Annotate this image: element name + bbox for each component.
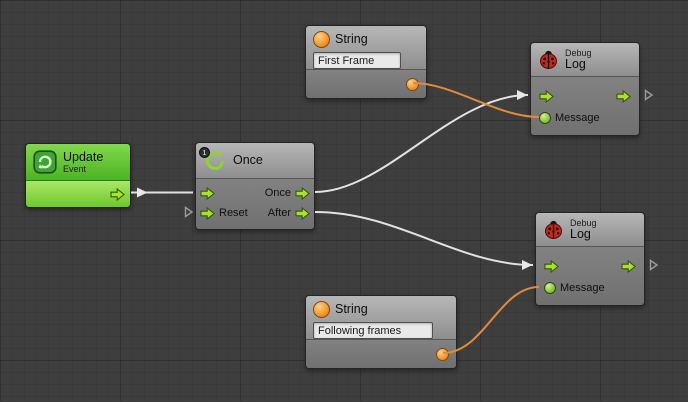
message-input-port[interactable] (544, 282, 556, 294)
node-debug-top-body: Message (531, 77, 639, 135)
node-update-event-header[interactable]: Update Event (26, 144, 130, 181)
once-count-badge: 1 (199, 146, 210, 158)
wire-arrowhead (137, 187, 148, 198)
node-subtitle: Debug (565, 48, 592, 58)
control-port-arrow-icon (616, 89, 631, 103)
log-input-port[interactable] (544, 259, 559, 273)
message-label: Message (555, 112, 600, 124)
wire-arrowhead (517, 90, 528, 100)
control-port-arrow-icon (295, 206, 310, 220)
update-event-icon (33, 150, 57, 174)
wire-once-to-log-top[interactable] (314, 94, 529, 193)
update-output-port[interactable] (110, 187, 125, 201)
once-output-label: Once (264, 187, 291, 199)
message-input-port[interactable] (539, 112, 551, 124)
node-string-first-frame[interactable]: String (305, 25, 427, 99)
wire-string-bottom-to-message[interactable] (442, 286, 540, 354)
node-string-top-header[interactable]: String (306, 26, 426, 70)
once-output-port[interactable] (295, 186, 310, 200)
node-subtitle: Debug (570, 218, 597, 228)
log-output-port[interactable] (621, 259, 636, 273)
debug-ladybug-icon (544, 220, 563, 240)
string-value-input[interactable] (313, 52, 401, 69)
once-icon: 1 (199, 146, 227, 173)
unconnected-port-indicator (644, 89, 653, 101)
wire-string-top-to-message[interactable] (412, 82, 540, 118)
unconnected-port-indicator (184, 206, 193, 218)
control-port-arrow-icon (295, 186, 310, 200)
node-update-event[interactable]: Update Event (25, 143, 131, 208)
node-once[interactable]: 1 Once Once Reset After (195, 142, 315, 230)
node-debug-top-header[interactable]: Debug Log (531, 43, 639, 77)
string-type-icon (313, 301, 330, 318)
node-once-body: Once Reset After (196, 179, 314, 229)
string-output-port[interactable] (436, 347, 449, 361)
wire-arrowhead (522, 260, 533, 270)
node-string-bottom-body (306, 340, 456, 368)
node-debug-bottom-header[interactable]: Debug Log (536, 213, 644, 247)
control-port-arrow-icon (200, 186, 215, 200)
node-debug-bottom-body: Message (536, 247, 644, 305)
string-type-icon (313, 31, 330, 48)
log-flow-row (531, 85, 639, 107)
once-reset-input-port[interactable] (200, 206, 215, 220)
log-message-row: Message (531, 107, 639, 129)
wire-after-to-log-bottom[interactable] (314, 211, 534, 266)
node-subtitle: Event (63, 163, 87, 174)
message-label: Message (560, 282, 605, 294)
once-reset-row: Reset After (196, 203, 314, 223)
control-port-arrow-icon (544, 259, 559, 273)
node-string-following-frames[interactable]: String (305, 295, 457, 369)
once-flow-row: Once (196, 183, 314, 203)
node-debug-log-top[interactable]: Debug Log Message (530, 42, 640, 136)
node-title: String (335, 32, 368, 46)
once-after-output-port[interactable] (295, 206, 310, 220)
node-update-event-body (26, 181, 130, 207)
debug-ladybug-icon (539, 50, 558, 70)
node-title: Log (570, 227, 591, 241)
control-port-arrow-icon (200, 206, 215, 220)
node-string-bottom-header[interactable]: String (306, 296, 456, 340)
control-port-arrow-icon (539, 89, 554, 103)
once-after-label: After (267, 207, 291, 219)
string-output-port[interactable] (406, 77, 419, 91)
node-title: Log (565, 57, 586, 71)
node-once-header[interactable]: 1 Once (196, 143, 314, 179)
node-title: Update (63, 149, 104, 164)
log-output-port[interactable] (616, 89, 631, 103)
node-title: Once (233, 153, 263, 167)
node-string-top-body (306, 70, 426, 98)
log-input-port[interactable] (539, 89, 554, 103)
unconnected-port-indicator (649, 259, 658, 271)
string-value-input[interactable] (313, 322, 433, 339)
once-input-port[interactable] (200, 186, 215, 200)
log-flow-row (536, 255, 644, 277)
control-port-arrow-icon (110, 187, 125, 201)
node-title: String (335, 302, 368, 316)
node-debug-log-bottom[interactable]: Debug Log Message (535, 212, 645, 306)
once-reset-label: Reset (219, 207, 248, 219)
control-port-arrow-icon (621, 259, 636, 273)
log-message-row: Message (536, 277, 644, 299)
